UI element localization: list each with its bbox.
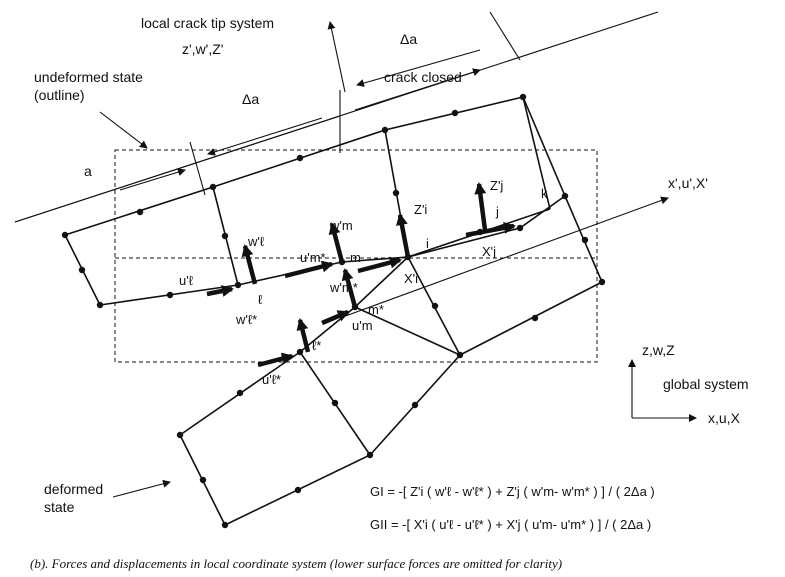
equation-g1: GI = -[ Z'i ( w'ℓ - w'ℓ* ) + Z'j ( w'm- … (370, 484, 655, 499)
w-m-label: w'm (329, 218, 353, 233)
w-m-star-label: w'm* (329, 280, 358, 295)
equation-g2: GII = -[ X'i ( u'ℓ - u'ℓ* ) + X'j ( u'm-… (370, 517, 651, 532)
w-l-star-label: w'ℓ* (235, 312, 257, 327)
m-star-node-label: m* (368, 302, 384, 317)
u-l-label: u'ℓ (179, 273, 194, 288)
u-m-star-label: u'm* (300, 250, 326, 265)
dimension-marks (119, 11, 521, 196)
global-system-label: global system (663, 376, 749, 392)
i-node-label: i (426, 236, 429, 251)
deformed-label-1: deformed (44, 481, 103, 497)
m-node-label: m (350, 250, 361, 265)
a-label: a (84, 163, 92, 179)
undeformed-leader (99, 111, 148, 149)
global-x-label: x,u,X (708, 410, 741, 426)
l-node-label: ℓ (258, 292, 263, 307)
global-z-label: z,w,Z (642, 342, 675, 358)
global-axes (628, 359, 697, 422)
j-node-label: j (495, 204, 499, 219)
crack-closed-label: crack closed (384, 69, 462, 85)
local-z-arrow (327, 21, 346, 93)
w-l-label: w'ℓ (247, 234, 265, 249)
undeformed-label-1: undeformed state (34, 69, 143, 85)
x-axis-label: x',u',X' (668, 175, 708, 191)
x-j-label: X'j (482, 244, 496, 259)
z-i-label: Z'i (414, 202, 427, 217)
x-i-label: X'i (404, 271, 418, 286)
local-axes-label: z',w',Z' (182, 41, 223, 57)
undeformed-outline (114, 149, 598, 363)
local-x-axis (14, 11, 669, 319)
k-node-label: k (541, 186, 548, 201)
u-l-star-label: u'ℓ* (262, 372, 281, 387)
l-star-node-label: ℓ* (312, 338, 321, 353)
deformed-label-2: state (44, 499, 75, 515)
delta-a-mid-label: Δa (242, 91, 259, 107)
local-system-title: local crack tip system (141, 15, 274, 31)
z-j-label: Z'j (490, 178, 503, 193)
undeformed-label-2: (outline) (34, 87, 85, 103)
u-m-label: u'm (352, 318, 373, 333)
mesh-nodes (61, 93, 606, 529)
figure-caption: (b). Forces and displacements in local c… (30, 556, 562, 571)
delta-a-top-label: Δa (400, 31, 417, 47)
deformed-leader (112, 479, 171, 498)
force-arrows (206, 182, 516, 368)
